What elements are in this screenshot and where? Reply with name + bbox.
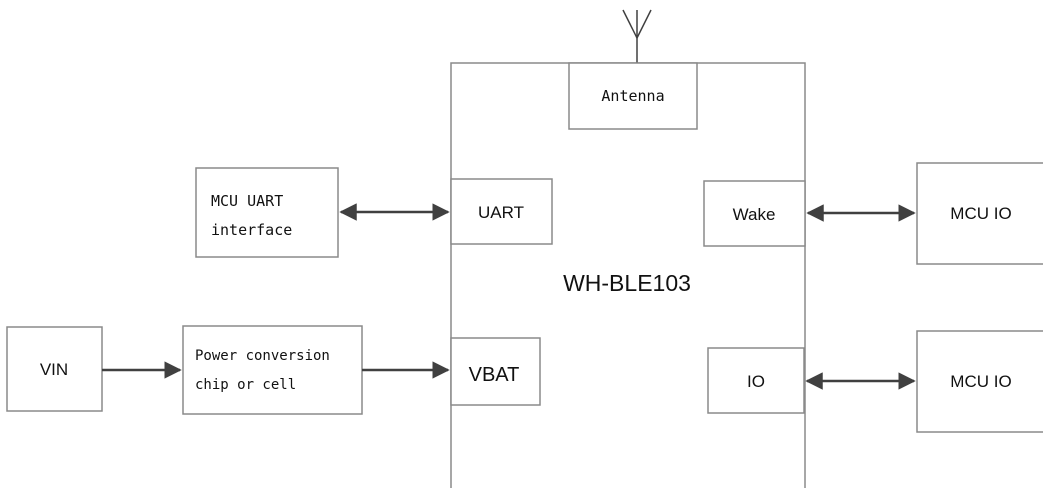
wake-block: Wake <box>703 180 806 247</box>
vbat-block: VBAT <box>450 337 541 406</box>
antenna-block: Antenna <box>568 62 698 130</box>
mcu-io-block-1: MCU IO <box>916 162 1043 265</box>
mcu-io-label-1: MCU IO <box>950 204 1011 223</box>
vbat-label: VBAT <box>469 364 520 386</box>
vin-label: VIN <box>40 360 68 379</box>
io-label: IO <box>747 372 765 391</box>
mcu-io-block-2: MCU IO <box>916 330 1043 433</box>
vin-block: VIN <box>6 326 103 412</box>
io-block: IO <box>707 347 805 414</box>
antenna-icon <box>622 9 652 63</box>
power-line1: Power conversion <box>195 348 330 364</box>
mcu-uart-line1: MCU UART <box>211 192 283 210</box>
antenna-label: Antenna <box>601 87 664 105</box>
module-title: WH-BLE103 <box>563 270 691 296</box>
module-box <box>450 62 806 488</box>
mcu-uart-line2: interface <box>211 221 292 239</box>
power-line2: chip or cell <box>195 377 296 393</box>
wake-label: Wake <box>733 205 776 224</box>
uart-label: UART <box>478 203 524 222</box>
uart-block: UART <box>450 178 553 245</box>
mcu-uart-block: MCU UART interface <box>195 167 339 258</box>
mcu-io-label-2: MCU IO <box>950 372 1011 391</box>
power-block: Power conversion chip or cell <box>182 325 363 415</box>
